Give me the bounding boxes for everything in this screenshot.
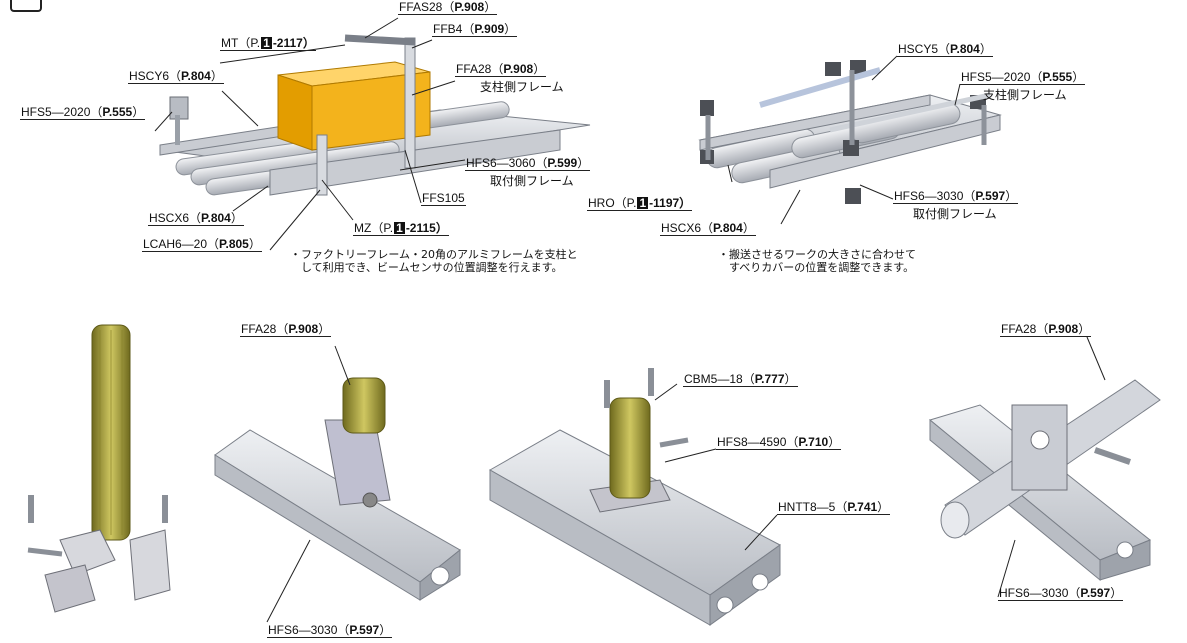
label-hscx6-right: HSCX6（P.804） [660,221,756,236]
label-hscy5: HSCY5（P.804） [897,42,993,57]
label-hro: HRO（P.1-1197） [587,196,693,211]
label-b3-hfs8-4590: HFS8—4590（P.710） [716,435,842,450]
label-hfs5-2020-right: HFS5—2020（P.555） [960,70,1086,85]
label-hscx6: HSCX6（P.804） [148,211,244,226]
label-ffas28: FFAS28（P.908） [398,0,498,15]
label-ffa28: FFA28（P.908） [455,62,547,77]
label-b4-hfs6-3030: HFS6—3030（P.597） [998,586,1124,601]
label-mount-frame: 取付側フレーム [490,174,574,188]
label-b2-hfs6-3030: HFS6—3030（P.597） [267,623,393,638]
note-left: ・ファクトリーフレーム・20角のアルミフレームを支柱と して利用でき、ビームセン… [290,248,578,274]
note-right: ・搬送させるワークの大きさに合わせて すべりカバーの位置を調整できます。 [718,248,916,274]
label-hscy6: HSCY6（P.804） [128,69,224,84]
conveyor-left-illustration [159,34,591,196]
clamp-on-profile-illustration [928,379,1161,582]
leader-lines [154,17,1106,623]
base-on-wide-profile-illustration [488,368,781,626]
label-support-frame-right: 支柱側フレーム [983,88,1067,102]
label-b3-hntt8-5: HNTT8—5（P.741） [777,500,891,515]
label-ffs105: FFS105 [421,191,466,206]
label-b3-cbm5-18: CBM5—18（P.777） [683,372,798,387]
conveyor-right-illustration [698,60,1002,204]
label-hfs6-3030-right: HFS6—3030（P.597） [893,189,1019,204]
label-ffb4: FFB4（P.909） [432,22,518,37]
pipe-on-profile-illustration [214,377,461,601]
label-mz: MZ（P.1-2115） [353,221,449,236]
page-corner-mark [10,0,42,12]
label-hfs6-3060: HFS6—3060（P.599） [465,156,591,171]
label-mount-frame-right: 取付側フレーム [913,207,997,221]
label-b2-ffa28: FFA28（P.908） [240,322,332,337]
label-mt: MT（P.1-2117） [220,36,316,51]
label-hfs5-2020: HFS5—2020（P.555） [20,105,146,120]
label-b4-ffa28: FFA28（P.908） [1000,322,1092,337]
exploded-pipe-illustration [27,324,171,613]
label-support-frame: 支柱側フレーム [480,80,564,94]
label-lcah6-20: LCAH6—20（P.805） [142,237,262,252]
